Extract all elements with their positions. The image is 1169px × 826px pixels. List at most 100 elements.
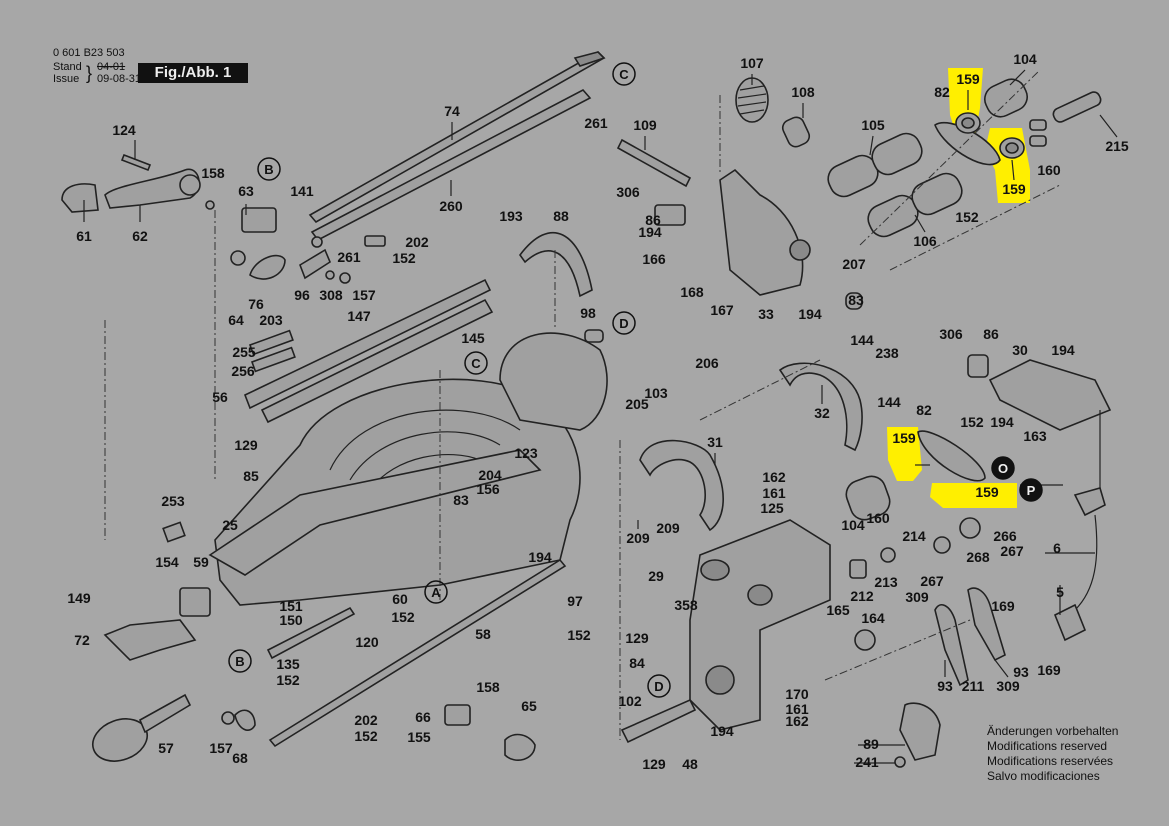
callout-label-214: 214 [902, 528, 926, 544]
fence-rails [243, 278, 494, 424]
callout-label-58: 58 [475, 626, 491, 642]
leader-line [869, 135, 874, 156]
part-number: 0 601 B23 503 [53, 47, 125, 59]
callout-label-157: 157 [209, 740, 233, 756]
reference-circle-c: C [464, 351, 488, 375]
callout-label-125: 125 [760, 500, 784, 516]
note-es: Salvo modificaciones [987, 769, 1100, 783]
callout-label-160: 160 [866, 510, 890, 526]
callout-label-106: 106 [913, 233, 937, 249]
blade-guard [499, 231, 608, 431]
lower-left-parts [92, 521, 567, 762]
upper-left-parts [61, 153, 386, 284]
callout-label-164: 164 [861, 610, 885, 626]
callout-label-104: 104 [841, 517, 865, 533]
assembly-lines [104, 69, 1061, 740]
leader-line [994, 659, 1009, 678]
reference-letter: C [471, 356, 481, 371]
callout-label-83: 83 [848, 292, 864, 308]
callout-label-30: 30 [1012, 342, 1028, 358]
callout-label-267: 267 [920, 573, 944, 589]
highlight-159-mid-left [887, 427, 922, 481]
leader-line [914, 214, 926, 233]
callout-label-162: 162 [762, 469, 786, 485]
callout-label-86: 86 [983, 326, 999, 342]
callout-label-154: 154 [155, 554, 179, 570]
callout-label-260: 260 [439, 198, 463, 214]
callout-label-211: 211 [962, 678, 985, 694]
callout-label-155: 155 [407, 729, 431, 745]
issue-value: 09-08-31 [97, 73, 142, 85]
callout-label-160: 160 [1037, 162, 1061, 178]
callout-label-6: 6 [1053, 540, 1061, 556]
callout-label-108: 108 [791, 84, 815, 100]
callout-label-193: 193 [499, 208, 523, 224]
callout-label-129: 129 [625, 630, 649, 646]
callout-label-194: 194 [798, 306, 822, 322]
callout-label-5: 5 [1056, 584, 1064, 600]
callout-label-203: 203 [259, 312, 283, 328]
reference-letter: B [235, 654, 244, 669]
reference-letter: D [619, 316, 628, 331]
callout-label-308: 308 [319, 287, 343, 303]
brace: } [86, 63, 93, 83]
note-fr: Modifications reservées [987, 754, 1114, 768]
callout-label-57: 57 [158, 740, 174, 756]
callout-label-212: 212 [850, 588, 874, 604]
callout-label-65: 65 [521, 698, 537, 714]
callout-label-123: 123 [514, 445, 538, 461]
callout-label-97: 97 [567, 593, 583, 609]
callout-label-261: 261 [337, 249, 361, 265]
callout-label-152: 152 [354, 728, 378, 744]
callout-label-159: 159 [956, 71, 980, 87]
reference-letter: P [1027, 483, 1036, 498]
callout-label-266: 266 [993, 528, 1017, 544]
callout-label-74: 74 [444, 103, 460, 119]
callout-label-98: 98 [580, 305, 596, 321]
callout-label-161: 161 [785, 701, 809, 717]
callout-label-152: 152 [392, 250, 416, 266]
callout-label-206: 206 [695, 355, 719, 371]
callout-label-306: 306 [939, 326, 963, 342]
callout-label-215: 215 [1105, 138, 1129, 154]
callout-label-56: 56 [212, 389, 228, 405]
reference-circle-b: B [257, 157, 281, 181]
callout-label-253: 253 [161, 493, 185, 509]
callout-label-83: 83 [453, 492, 469, 508]
callout-label-159: 159 [892, 430, 916, 446]
stand-value: 04-01 [97, 61, 126, 73]
callout-label-152: 152 [567, 627, 591, 643]
callout-label-84: 84 [629, 655, 645, 671]
callout-label-162: 162 [785, 713, 809, 729]
callout-label-194: 194 [528, 549, 552, 565]
callout-label-129: 129 [642, 756, 666, 772]
callout-label-60: 60 [392, 591, 408, 607]
callout-label-104: 104 [1013, 51, 1037, 67]
callout-label-31: 31 [707, 434, 723, 450]
callout-label-93: 93 [1013, 664, 1029, 680]
reference-circle-d: D [647, 674, 671, 698]
figure-label: Fig./Abb. 1 [138, 63, 248, 83]
callout-label-68: 68 [232, 750, 248, 766]
callout-label-358: 358 [674, 597, 698, 613]
callout-label-147: 147 [347, 308, 371, 324]
callout-label-25: 25 [222, 517, 238, 533]
callout-label-158: 158 [476, 679, 500, 695]
callout-label-152: 152 [391, 609, 415, 625]
callout-label-309: 309 [905, 589, 929, 605]
callout-label-167: 167 [710, 302, 734, 318]
callout-label-165: 165 [826, 602, 850, 618]
issue-label: Issue [53, 73, 80, 85]
callout-label-163: 163 [1023, 428, 1047, 444]
callout-label-256: 256 [231, 363, 255, 379]
reference-circle-d: D [612, 311, 636, 335]
callout-label-166: 166 [642, 251, 666, 267]
callout-label-135: 135 [276, 656, 300, 672]
callout-label-120: 120 [355, 634, 379, 650]
callout-label-202: 202 [354, 712, 378, 728]
callout-label-61: 61 [76, 228, 92, 244]
callout-label-213: 213 [874, 574, 898, 590]
callout-label-29: 29 [648, 568, 664, 584]
